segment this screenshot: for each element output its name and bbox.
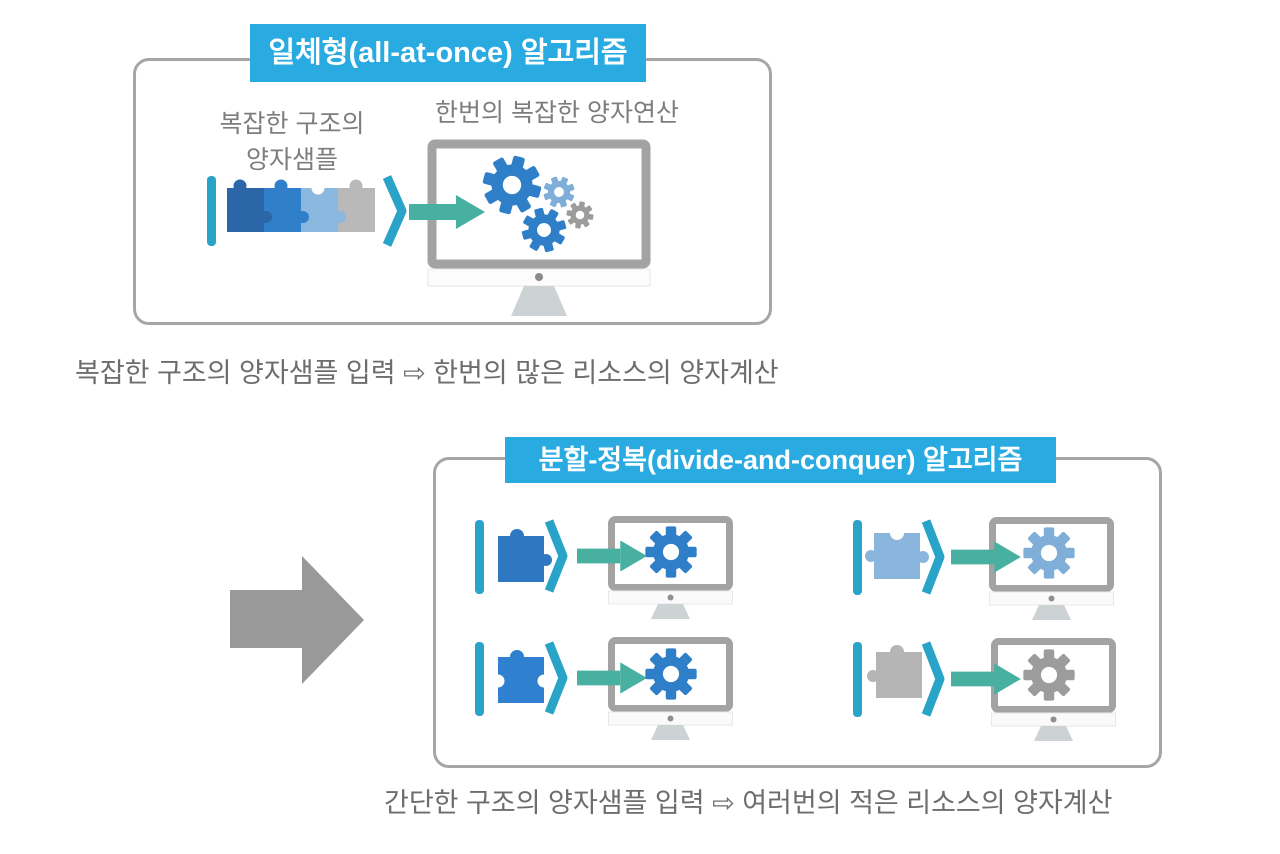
mini-sample-ket-1: [475, 519, 568, 594]
all-at-once-title: 일체형(all-at-once) 알고리즘: [250, 24, 646, 82]
divide-and-conquer-box: [433, 457, 1162, 768]
transform-arrow-icon: [230, 556, 364, 684]
all-at-once-caption: 복잡한 구조의 양자샘플 입력 ⇨ 한번의 많은 리소스의 양자계산: [75, 358, 779, 388]
mini-sample-ket-4: [853, 641, 945, 717]
mini-sample-ket-3: [475, 641, 568, 716]
divide-and-conquer-caption: 간단한 구조의 양자샘플 입력 ⇨ 여러번의 적은 리소스의 양자계산: [384, 788, 1113, 818]
complex-sample-label-line2: 양자샘플: [245, 146, 338, 174]
complex-sample-label-line1: 복잡한 구조의: [219, 110, 365, 138]
complex-sample-label: 복잡한 구조의 양자샘플: [197, 106, 387, 178]
complex-quantum-sample-ket-icon: [207, 175, 407, 247]
mini-sample-ket-2: [853, 519, 945, 595]
divide-and-conquer-title: 분할-정복(divide-and-conquer) 알고리즘: [505, 437, 1056, 483]
single-operation-label: 한번의 복잡한 양자연산: [435, 99, 679, 127]
